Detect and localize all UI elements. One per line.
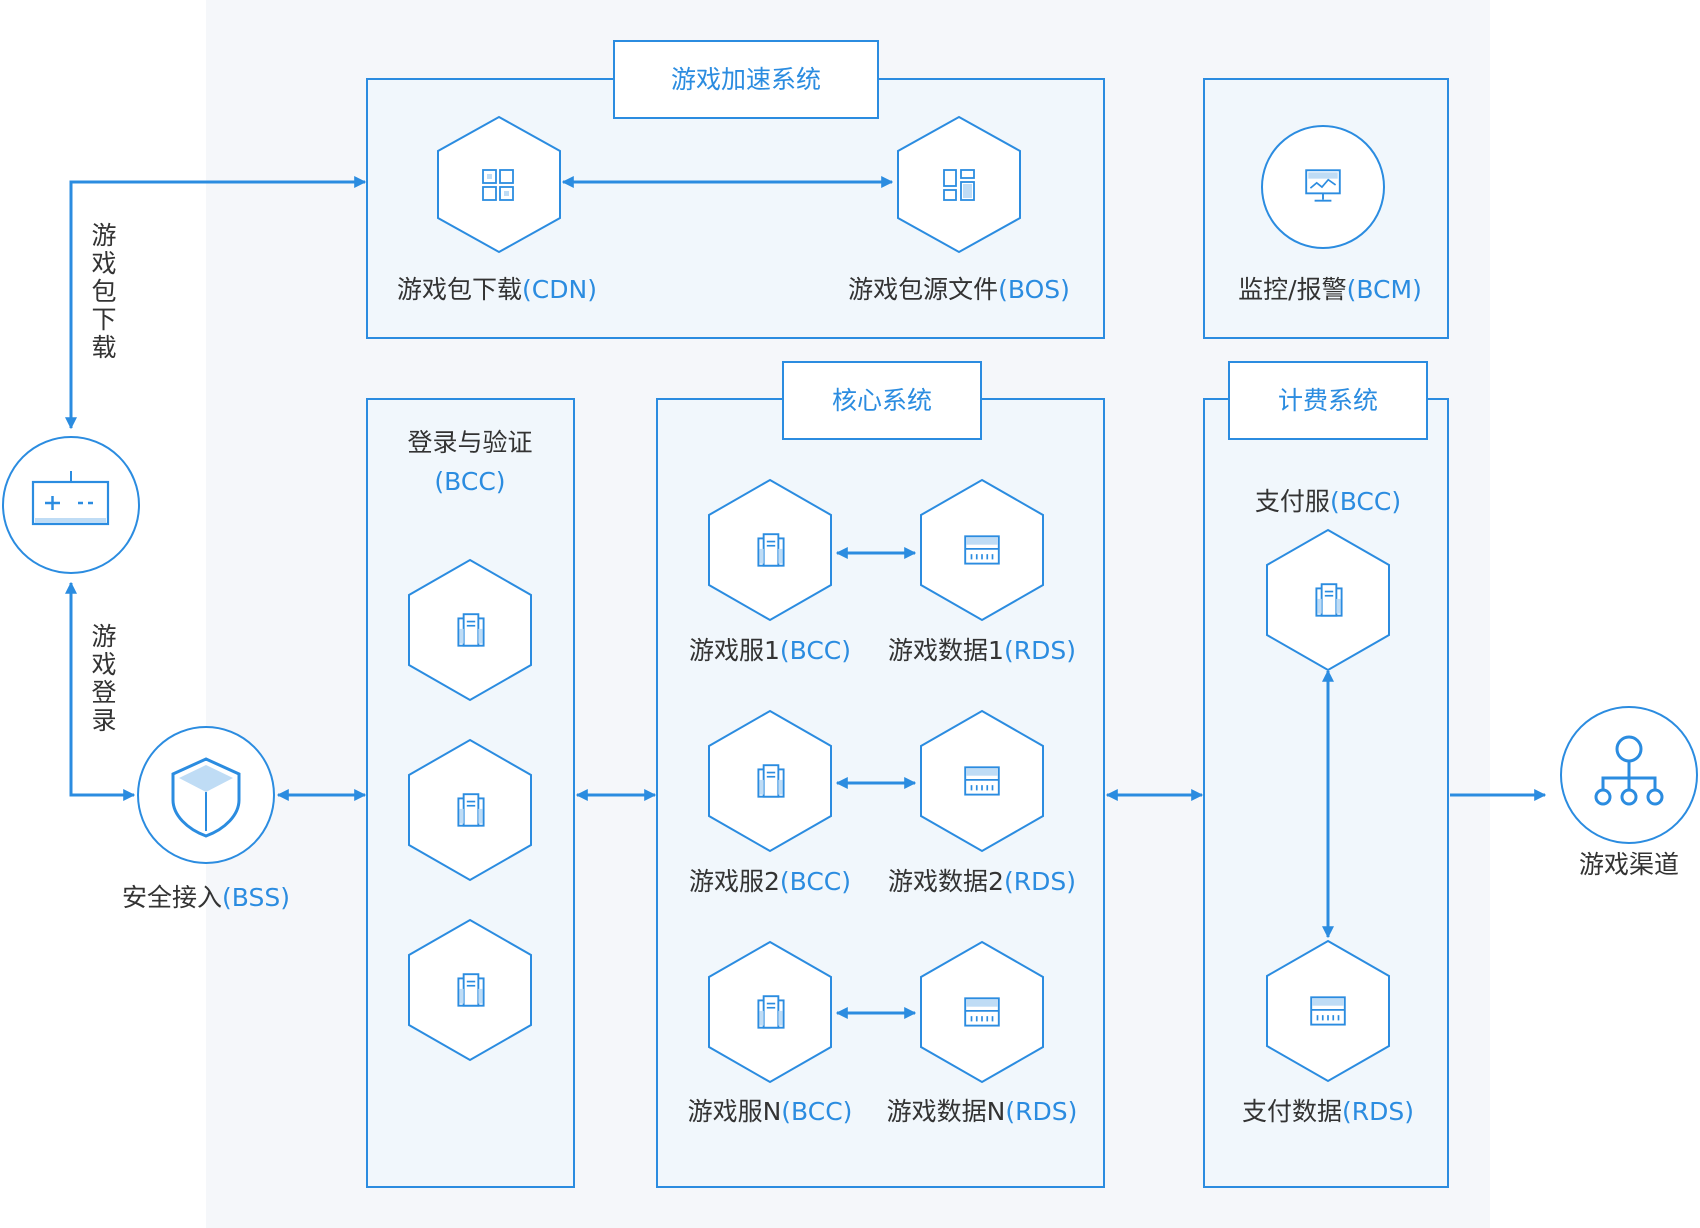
bcm-node: 监控/报警(BCM) <box>1238 125 1422 304</box>
bss-node: 安全接入(BSS) <box>122 726 290 912</box>
server-icon <box>1315 583 1343 617</box>
login-service: (BCC) <box>434 467 505 496</box>
client-node <box>2 436 140 574</box>
game-server-n-label: 游戏服N(BCC) <box>688 1097 853 1126</box>
gamepad-icon <box>31 471 110 526</box>
login-name: 登录与验证 <box>407 428 532 457</box>
server-icon <box>457 613 485 647</box>
login-node: 登录与验证 (BCC) <box>407 428 533 1062</box>
game-data-n-node: 游戏数据N(RDS) <box>887 940 1078 1126</box>
login-edge-label: 游戏登录 <box>91 622 116 735</box>
login-arrow <box>65 581 136 801</box>
core-title-box <box>782 361 982 440</box>
server-icon <box>757 995 785 1029</box>
game-server-1-node: 游戏服1(BCC) <box>689 478 851 665</box>
network-icon <box>1594 735 1664 806</box>
game-data-2-node: 游戏数据2(RDS) <box>888 709 1076 896</box>
channel-node: 游戏渠道 <box>1560 706 1698 879</box>
pay-data-node: 支付数据(RDS) <box>1242 939 1414 1126</box>
pay-server-label: 支付服(BCC) <box>1255 487 1401 516</box>
pay-server-node: 支付服(BCC) <box>1255 487 1401 672</box>
bos-label: 游戏包源文件(BOS) <box>848 275 1070 304</box>
game-data-1-label: 游戏数据1(RDS) <box>888 636 1076 665</box>
bss-label: 安全接入(BSS) <box>122 883 290 912</box>
pay-data-label: 支付数据(RDS) <box>1242 1097 1414 1126</box>
server-icon <box>757 533 785 567</box>
connectors <box>65 176 1547 1019</box>
edge-label-download: 游戏包下载 <box>91 221 116 362</box>
game-server-n-node: 游戏服N(BCC) <box>688 940 853 1126</box>
download-arrow <box>65 176 367 430</box>
acceleration-title-box <box>613 40 879 119</box>
cdn-label: 游戏包下载(CDN) <box>397 275 597 304</box>
edge-label-login: 游戏登录 <box>91 622 116 735</box>
acceleration-title: 游戏加速系统 <box>671 65 821 94</box>
download-edge-label: 游戏包下载 <box>91 221 116 362</box>
game-server-2-label: 游戏服2(BCC) <box>689 867 851 896</box>
channel-label: 游戏渠道 <box>1579 850 1679 879</box>
billing-title: 计费系统 <box>1278 386 1378 415</box>
game-data-n-label: 游戏数据N(RDS) <box>887 1097 1078 1126</box>
game-data-1-node: 游戏数据1(RDS) <box>888 478 1076 665</box>
server-icon <box>457 973 485 1007</box>
bos-node: 游戏包源文件(BOS) <box>848 115 1070 304</box>
server-icon <box>757 764 785 798</box>
bcm-label: 监控/报警(BCM) <box>1238 275 1422 304</box>
server-icon <box>457 793 485 827</box>
game-server-2-node: 游戏服2(BCC) <box>689 709 851 896</box>
game-data-2-label: 游戏数据2(RDS) <box>888 867 1076 896</box>
shield-icon <box>171 757 241 838</box>
billing-title-box <box>1228 361 1428 440</box>
core-title: 核心系统 <box>832 386 932 415</box>
cdn-node: 游戏包下载(CDN) <box>397 115 597 304</box>
game-server-1-label: 游戏服1(BCC) <box>689 636 851 665</box>
